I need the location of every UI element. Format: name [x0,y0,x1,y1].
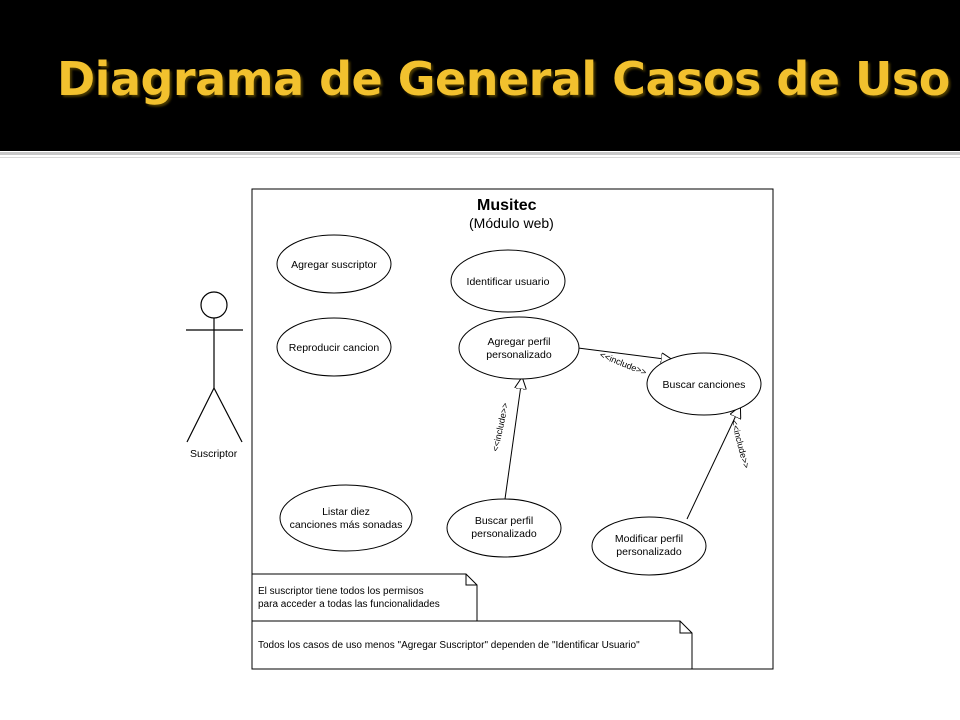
use-case-label-line1: Listar diez [322,506,370,518]
title-bar: Diagrama de General Casos de Uso [0,0,960,151]
include-arrow-agregar-perfil-to-buscar [577,347,672,360]
use-case-label-line2: canciones más sonadas [290,519,403,531]
use-case-label: Reproducir cancion [289,342,380,354]
use-case-agregar-perfil[interactable]: Agregar perfil personalizado [458,316,580,380]
actor-head [200,291,228,319]
actor-suscriptor[interactable]: Suscriptor [186,291,243,460]
use-case-label: Buscar canciones [663,379,746,391]
use-case-label-line1: Agregar perfil [487,336,550,348]
use-case-reproducir-cancion[interactable]: Reproducir cancion [276,317,392,377]
system-name: Musitec [477,197,537,214]
use-case-label-line1: Buscar perfil [475,515,533,527]
use-case-agregar-suscriptor[interactable]: Agregar suscriptor [276,234,392,294]
use-case-label: Agregar suscriptor [291,259,377,271]
include-arrow-modificar-to-buscar [686,407,740,520]
use-case-buscar-perfil[interactable]: Buscar perfil personalizado [446,498,562,558]
note-line2: para acceder a todas las funcionalidades [258,599,440,610]
use-case-buscar-canciones[interactable]: Buscar canciones [646,352,762,416]
system-subtitle: (Módulo web) [469,215,554,231]
note-permisos: El suscriptor tiene todos los permisos p… [251,573,478,622]
actor-label: Suscriptor [190,448,238,460]
title-divider [0,152,960,155]
note-dependencias: Todos los casos de uso menos "Agregar Su… [251,620,693,670]
actor-right-leg [213,387,243,443]
use-case-listar-diez[interactable]: Listar diez canciones más sonadas [279,484,413,552]
use-case-label-line2: personalizado [616,546,682,558]
use-case-identificar-usuario[interactable]: Identificar usuario [450,249,566,313]
include-arrow-buscar-perfil-to-agregar-perfil [504,378,522,500]
use-case-modificar-perfil[interactable]: Modificar perfil personalizado [591,516,707,576]
slide-title: Diagrama de General Casos de Uso [57,52,950,106]
note-line1: El suscriptor tiene todos los permisos [258,586,424,597]
use-case-label: Identificar usuario [467,276,550,288]
use-case-label-line2: personalizado [471,528,537,540]
use-case-label-line2: personalizado [486,349,552,361]
use-case-label-line1: Modificar perfil [615,533,683,545]
note-line: Todos los casos de uso menos "Agregar Su… [258,640,640,651]
title-divider-thin [0,157,960,158]
actor-left-leg [186,387,215,443]
